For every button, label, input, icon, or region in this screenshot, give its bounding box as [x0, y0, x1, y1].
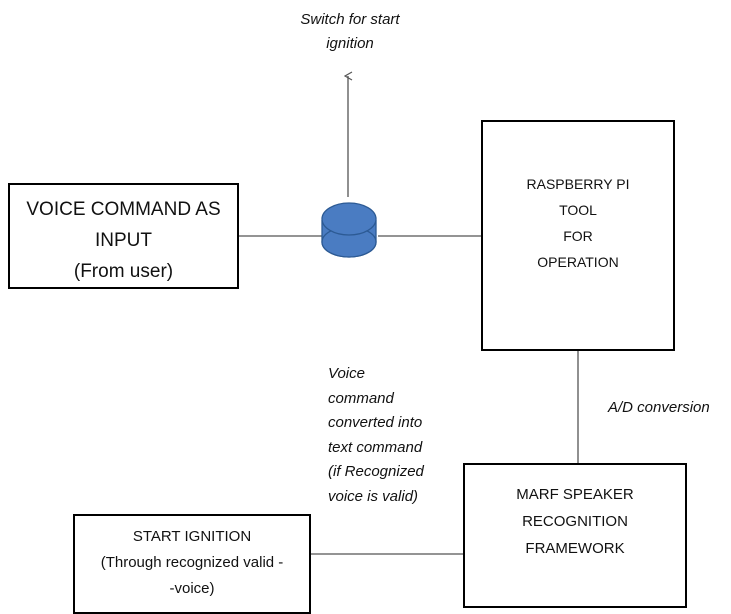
marf-line-2: RECOGNITION	[522, 513, 628, 530]
start-ignition-line-3: -voice)	[169, 580, 215, 597]
raspberry-pi-line-2: TOOL	[559, 202, 597, 218]
marf-framework-text: MARF SPEAKER RECOGNITION FRAMEWORK	[465, 481, 685, 562]
switch-label-line-1: Switch for start	[300, 11, 400, 28]
start-ignition-text: START IGNITION (Through recognized valid…	[75, 524, 309, 602]
switch-label-line-2: ignition	[326, 35, 374, 52]
raspberry-pi-line-4: OPERATION	[537, 254, 619, 270]
raspberry-pi-line-1: RASPBERRY PI	[526, 176, 630, 192]
voice-conversion-line-3: converted into	[328, 414, 423, 431]
marf-line-3: FRAMEWORK	[525, 540, 625, 557]
voice-conversion-line-4: text command	[328, 438, 423, 456]
marf-framework-box: MARF SPEAKER RECOGNITION FRAMEWORK	[463, 463, 687, 608]
voice-input-box: VOICE COMMAND AS INPUT (From user)	[8, 183, 239, 289]
ad-conversion-label: A/D conversion	[608, 399, 710, 416]
raspberry-pi-box: RASPBERRY PI TOOL FOR OPERATION	[481, 120, 675, 351]
raspberry-pi-text: RASPBERRY PI TOOL FOR OPERATION	[483, 171, 673, 275]
raspberry-pi-line-3: FOR	[563, 228, 593, 244]
voice-conversion-line-2: command	[328, 389, 394, 407]
voice-input-line-2: INPUT	[95, 230, 152, 251]
switch-icon[interactable]	[321, 202, 377, 258]
voice-conversion-line-6: voice is valid)	[328, 487, 419, 505]
start-ignition-box: START IGNITION (Through recognized valid…	[73, 514, 311, 614]
switch-label: Switch for start ignition	[230, 8, 470, 56]
voice-input-line-1: VOICE COMMAND AS	[26, 199, 221, 220]
voice-conversion-line-5: (if Recognized	[328, 463, 424, 480]
voice-conversion-line-1: Voice	[328, 365, 365, 382]
start-ignition-line-2: (Through recognized valid -	[100, 554, 284, 571]
start-ignition-line-1: START IGNITION	[132, 528, 252, 545]
voice-conversion-label: Voice command converted into text comman…	[328, 362, 424, 509]
marf-line-1: MARF SPEAKER	[516, 486, 634, 503]
voice-input-line-3: (From user)	[73, 261, 174, 282]
voice-input-text: VOICE COMMAND AS INPUT (From user)	[10, 194, 237, 287]
